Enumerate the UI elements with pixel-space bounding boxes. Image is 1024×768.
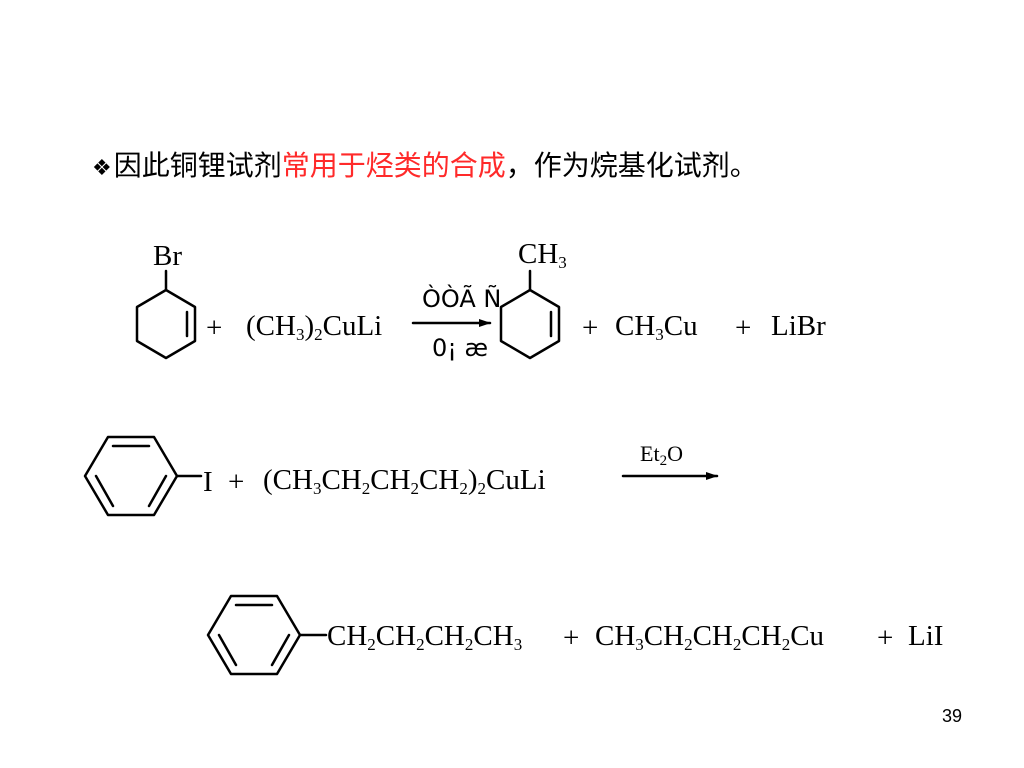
plus-sign: + — [735, 312, 751, 344]
diamond-bullet-icon: ❖ — [92, 156, 112, 181]
benzene-ring — [83, 435, 179, 517]
plus-sign: + — [563, 622, 579, 654]
plus-sign: + — [582, 312, 598, 344]
methylcyclohexene-structure — [499, 269, 561, 360]
reaction-condition-temperature: 0¡ æ — [432, 334, 488, 362]
product-ring — [499, 288, 561, 360]
benzene-ring — [206, 594, 302, 676]
benzene-double-bond — [270, 633, 291, 667]
heading-text-part2: ，作为烷基化试剂。 — [505, 149, 758, 182]
reaction3: CH2CH2CH2CH3 + CH3CH2CH2CH2Cu + LiI — [206, 594, 943, 676]
benzene-double-bond — [94, 474, 115, 508]
reagent-dibutylcuprate: (CH3CH2CH2CH2)2CuLi — [263, 464, 546, 498]
benzene-double-bond — [217, 633, 238, 667]
reagent-dimethylcuprate: (CH3)2CuLi — [246, 310, 382, 344]
heading-highlight: 常用于烃类的合成 — [281, 149, 506, 182]
butyl-chain: CH2CH2CH2CH3 — [327, 620, 522, 654]
reaction2: I + (CH3CH2CH2CH2)2CuLi Et2O — [83, 435, 719, 517]
page-number: 39 — [941, 706, 962, 726]
byproduct-lithium-iodide: LiI — [908, 620, 943, 652]
reaction-condition-solvent: Et2O — [640, 441, 683, 469]
byproduct-butylcopper: CH3CH2CH2CH2Cu — [595, 620, 824, 654]
slide-heading: ❖因此铜锂试剂常用于烃类的合成，作为烷基化试剂。 — [92, 146, 758, 189]
butylbenzene-structure — [206, 594, 328, 676]
benzene-double-bond — [147, 474, 168, 508]
byproduct-methylcopper: CH3Cu — [615, 310, 698, 344]
byproduct-lithium-bromide: LiBr — [771, 310, 826, 342]
plus-sign: + — [877, 622, 893, 654]
iodobenzene-structure — [83, 435, 203, 517]
cyclohexene-ring — [135, 288, 197, 360]
heading-text-part1: 因此铜锂试剂 — [113, 149, 282, 182]
bromocyclohexene-structure — [135, 269, 197, 360]
methyl-substituent: CH3 — [518, 238, 567, 272]
bromo-substituent: Br — [153, 240, 182, 272]
iodo-substituent: I — [203, 466, 213, 498]
plus-sign: + — [206, 312, 222, 344]
plus-sign: + — [228, 466, 244, 498]
reaction1: Br + (CH3)2CuLi ÒÒÃ Ñ 0¡ æ CH3 + CH3Cu +… — [135, 238, 826, 362]
reaction-condition-solvent: ÒÒÃ Ñ — [422, 283, 501, 313]
